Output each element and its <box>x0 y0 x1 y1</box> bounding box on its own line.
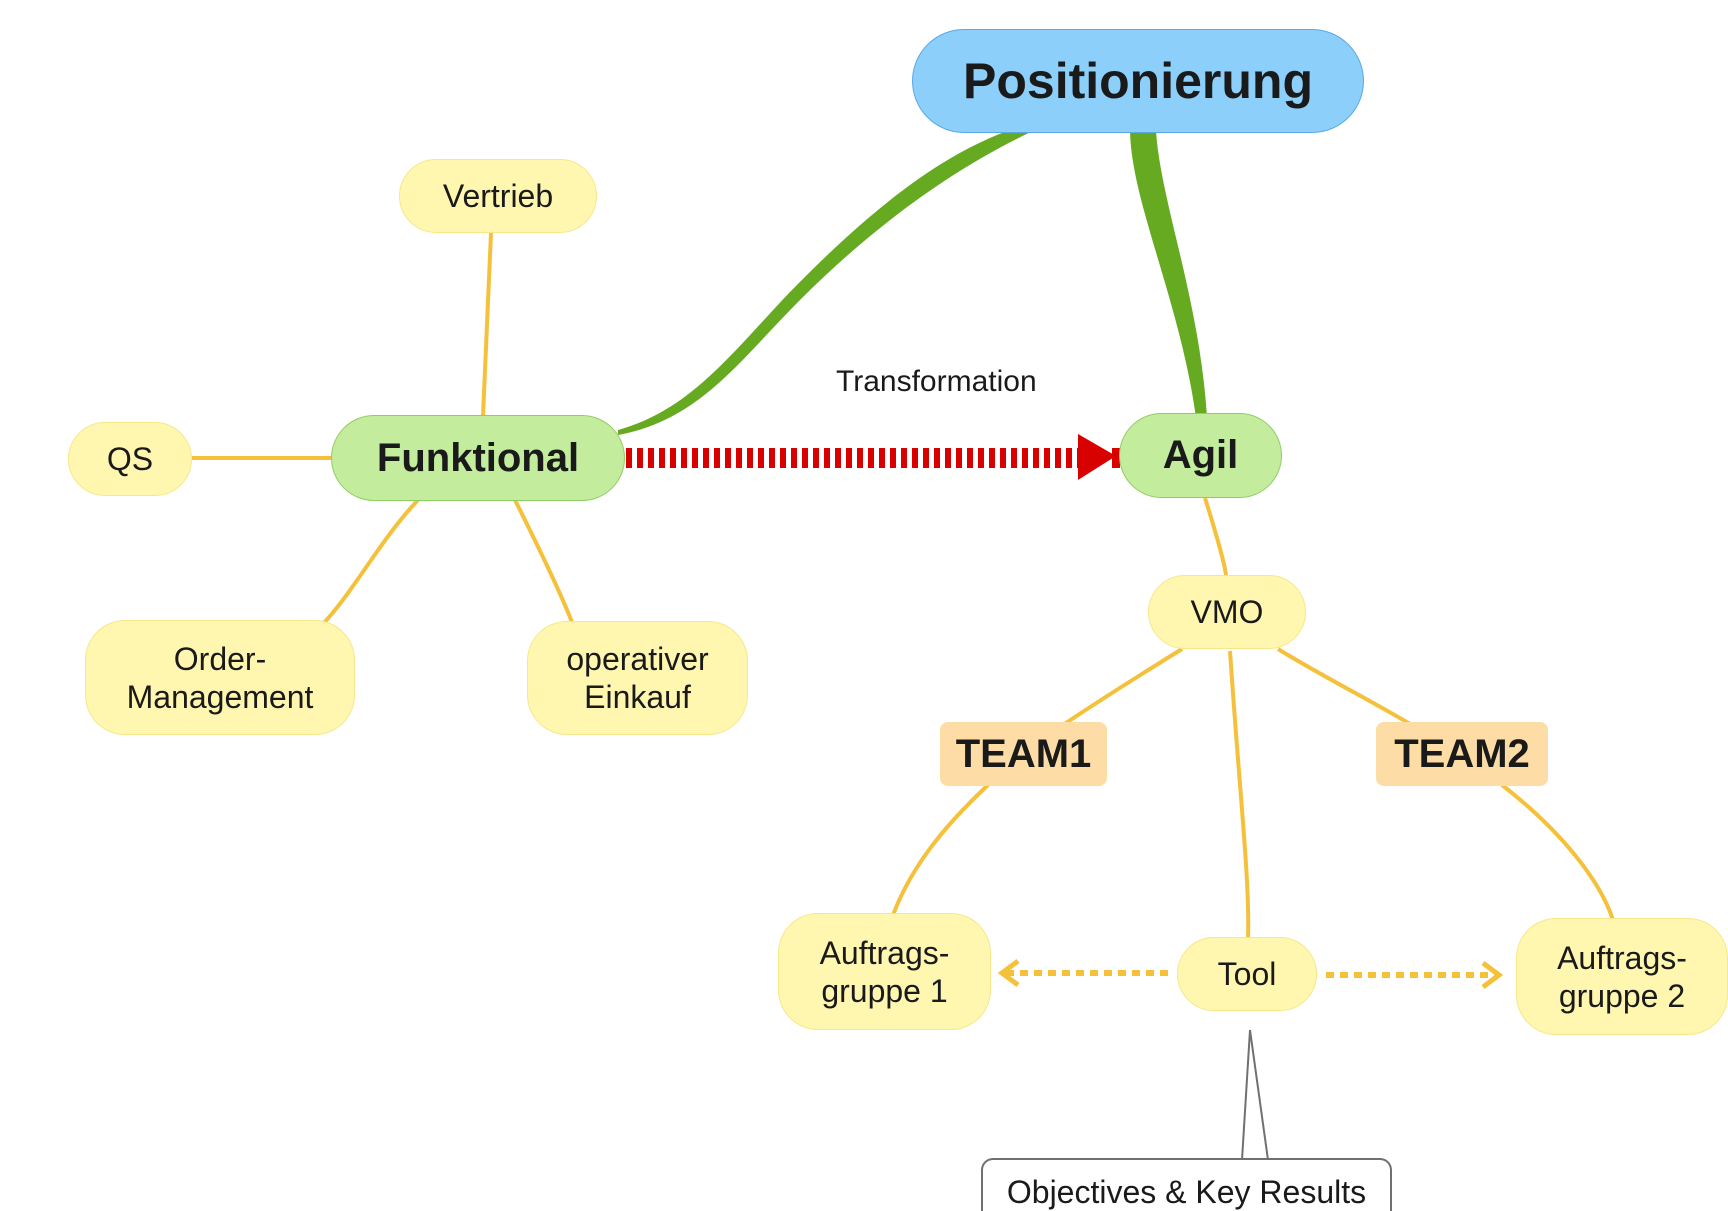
order-management-line1: Order- <box>173 640 267 677</box>
objectives-key-results-callout[interactable]: Objectives & Key Results <box>981 1158 1392 1211</box>
auftragsgruppe-1-line1: Auftrags- <box>819 934 950 971</box>
team1-label: TEAM1 <box>955 731 1092 776</box>
operativer-einkauf-node[interactable]: operativer Einkauf <box>527 621 748 735</box>
agil-sub-branches <box>891 497 1615 941</box>
vmo-node[interactable]: VMO <box>1148 575 1306 649</box>
team2-label: TEAM2 <box>1394 731 1530 776</box>
team2-node[interactable]: TEAM2 <box>1376 722 1548 786</box>
order-management-line2: Management <box>126 678 314 715</box>
qs-node[interactable]: QS <box>68 422 192 496</box>
auftragsgruppe-2-line1: Auftrags- <box>1557 939 1687 976</box>
callout-label: Objectives & Key Results <box>1006 1174 1367 1210</box>
auftragsgruppe-2-line2: gruppe 2 <box>1558 977 1686 1014</box>
auftragsgruppe-1-node[interactable]: Auftrags- gruppe 1 <box>778 913 991 1030</box>
auftragsgruppe-1-line2: gruppe 1 <box>821 972 948 1009</box>
funktional-node[interactable]: Funktional <box>331 415 625 501</box>
transformation-label: Transformation <box>836 365 1037 398</box>
vmo-label: VMO <box>1190 594 1264 630</box>
team1-node[interactable]: TEAM1 <box>940 722 1107 786</box>
tool-node[interactable]: Tool <box>1177 937 1317 1011</box>
auftragsgruppe-2-node[interactable]: Auftrags- gruppe 2 <box>1516 918 1728 1035</box>
root-node[interactable]: Positionierung <box>912 29 1364 133</box>
tool-label: Tool <box>1217 956 1277 992</box>
agil-label: Agil <box>1162 433 1239 477</box>
vertrieb-node[interactable]: Vertrieb <box>399 159 597 233</box>
operativer-einkauf-line1: operativer <box>566 641 709 677</box>
agil-node[interactable]: Agil <box>1119 413 1282 498</box>
tool-dotted-arrows <box>997 959 1504 989</box>
branch-root-agil-thick <box>1133 130 1207 418</box>
root-label: Positionierung <box>963 53 1313 109</box>
callout-pointer <box>1240 1029 1270 1162</box>
transformation-arrow <box>626 434 1120 480</box>
operativer-einkauf-line2: Einkauf <box>584 679 691 715</box>
funktional-label: Funktional <box>376 435 580 480</box>
order-management-node[interactable]: Order- Management <box>85 620 355 735</box>
qs-label: QS <box>106 441 154 477</box>
vertrieb-label: Vertrieb <box>442 178 554 214</box>
funktional-sub-branches <box>192 232 575 627</box>
